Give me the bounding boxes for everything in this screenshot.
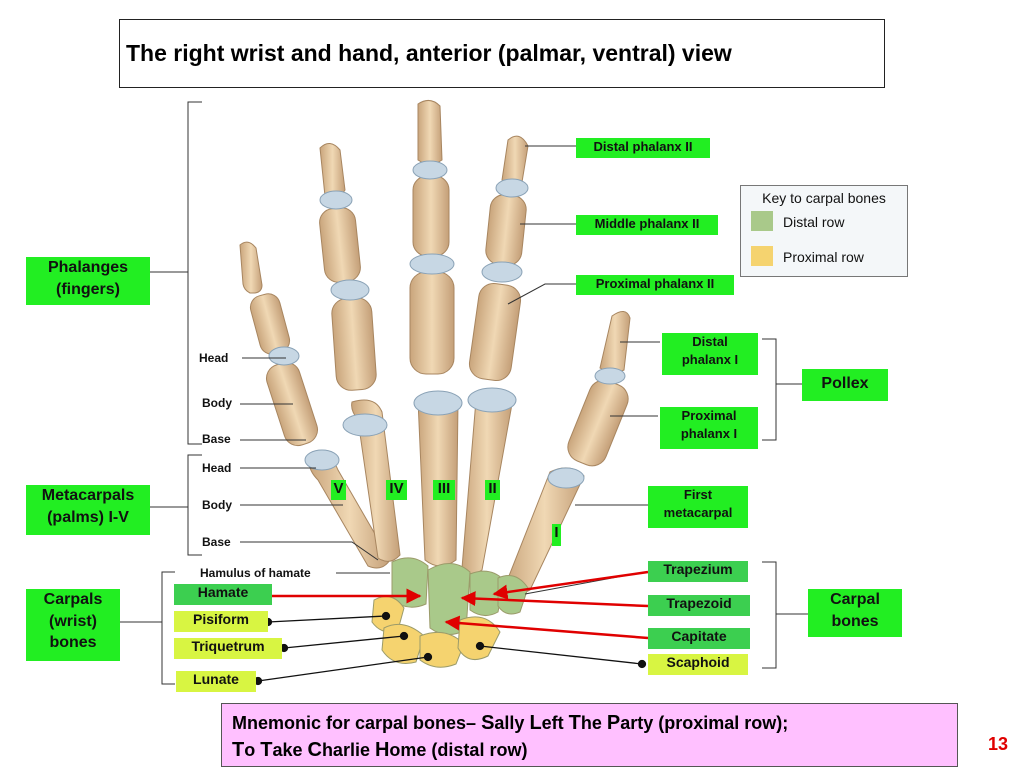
mnemonic-cap: T: [568, 712, 581, 734]
mnemonic-cap: P: [606, 712, 621, 734]
mnemonic-cap: T: [260, 739, 273, 761]
numeral-i: I: [552, 524, 561, 546]
label-metacarpals-line1: Metacarpals: [41, 487, 135, 504]
proximal-row-label: Proximal row: [783, 249, 864, 265]
mnemonic-rest: ome (distal row): [389, 740, 528, 760]
label-lunate: Lunate: [176, 671, 256, 692]
mnemonic-rest: eft: [541, 713, 569, 733]
label-distal-phalanx-i-line1: Distal: [692, 334, 728, 349]
mnemonic-cap: L: [529, 712, 542, 734]
slide-title-text: The right wrist and hand, anterior (palm…: [126, 40, 732, 66]
numeral-iii: III: [433, 480, 455, 500]
carpal-cluster: [371, 557, 529, 668]
label-carpals: Carpals (wrist) bones: [26, 589, 120, 661]
bracket-lines: [120, 101, 808, 685]
mnemonic-rest: ake: [272, 740, 308, 760]
proximal-row-swatch: [751, 246, 773, 266]
label-body-metacarpal: Body: [202, 498, 232, 512]
label-first-metacarpal: First metacarpal: [648, 486, 748, 528]
mnemonic-line2: To Take Charlie Home (distal row): [232, 737, 957, 764]
mnemonic-rest: arty (proximal row);: [620, 713, 789, 733]
label-triquetrum: Triquetrum: [174, 638, 282, 659]
mnemonic-rest: he: [580, 713, 607, 733]
label-carpal-bones-line1: Carpal: [830, 591, 880, 608]
finger-i: [504, 311, 631, 594]
label-first-metacarpal-line2: metacarpal: [663, 504, 733, 520]
slide-title: The right wrist and hand, anterior (palm…: [119, 19, 885, 88]
mnemonic-box: Mnemonic for carpal bones– Sally Left Th…: [221, 703, 958, 767]
mnemonic-rest: ally: [494, 713, 530, 733]
label-middle-phalanx-ii-text: Middle phalanx II: [594, 216, 700, 231]
label-distal-phalanx-ii-text: Distal phalanx II: [593, 139, 693, 154]
mnemonic-cap: T: [232, 739, 245, 761]
label-proximal-phalanx-i: Proximal phalanx I: [660, 407, 758, 449]
label-hamulus: Hamulus of hamate: [200, 566, 311, 580]
label-distal-phalanx-i-line2: phalanx I: [681, 351, 739, 367]
finger-ii: [461, 135, 529, 574]
label-head-metacarpal: Head: [202, 461, 232, 475]
label-carpal-bones: Carpal bones: [808, 589, 902, 637]
label-trapezoid: Trapezoid: [648, 595, 750, 616]
label-metacarpals-line2: (palms) I-V: [47, 508, 129, 526]
label-middle-phalanx-ii: Middle phalanx II: [576, 215, 718, 235]
label-hamate: Hamate: [174, 584, 272, 605]
distal-row-label: Distal row: [783, 214, 845, 230]
carpal-key: Key to carpal bones Distal row Proximal …: [740, 185, 908, 277]
label-proximal-phalanx-ii: Proximal phalanx II: [576, 275, 734, 295]
label-carpals-line3: bones: [49, 634, 97, 652]
label-phalanges-line2: (fingers): [56, 280, 120, 298]
label-capitate: Capitate: [648, 628, 750, 649]
label-trapezium: Trapezium: [648, 561, 748, 582]
label-proximal-phalanx-ii-text: Proximal phalanx II: [595, 276, 715, 291]
numeral-v: V: [331, 480, 346, 500]
label-distal-phalanx-i: Distal phalanx I: [662, 333, 758, 375]
page-number: 13: [988, 734, 1009, 754]
red-arrows: [272, 570, 649, 640]
label-distal-phalanx-ii: Distal phalanx II: [576, 138, 710, 158]
mnemonic-line1: Mnemonic for carpal bones– Sally Left Th…: [232, 710, 957, 737]
label-carpals-line1: Carpals: [43, 591, 103, 608]
carpal-key-title: Key to carpal bones: [762, 190, 886, 206]
mnemonic-cap: S: [481, 712, 495, 734]
mnemonic-rest: o: [244, 740, 261, 760]
mnemonic-cap: C: [307, 739, 322, 761]
label-head-phalanx: Head: [199, 351, 229, 365]
label-carpal-bones-line2: bones: [831, 612, 879, 630]
distal-row-swatch: [751, 211, 773, 231]
dot-connectors: [253, 611, 647, 686]
label-metacarpals: Metacarpals (palms) I-V: [26, 485, 150, 535]
label-pollex-text: Pollex: [821, 375, 869, 392]
label-body-phalanx: Body: [202, 396, 232, 410]
finger-iv: [319, 143, 401, 562]
label-pollex: Pollex: [802, 369, 888, 401]
mnemonic-cap: H: [374, 739, 390, 761]
joint-cartilage: [268, 160, 626, 489]
label-proximal-phalanx-i-line2: phalanx I: [680, 425, 738, 441]
label-first-metacarpal-line1: First: [683, 487, 713, 502]
numeral-ii: II: [485, 480, 500, 500]
label-carpals-line2: (wrist): [49, 612, 97, 630]
label-proximal-phalanx-i-line1: Proximal: [681, 408, 737, 423]
mnemonic-prefix: Mnemonic for carpal bones–: [232, 713, 482, 733]
label-scaphoid: Scaphoid: [648, 654, 748, 675]
numeral-iv: IV: [386, 480, 407, 500]
label-phalanges: Phalanges (fingers): [26, 257, 150, 305]
label-phalanges-line1: Phalanges: [47, 259, 129, 276]
mnemonic-rest: harlie: [321, 740, 375, 760]
label-base-metacarpal: Base: [202, 535, 231, 549]
label-base-phalanx: Base: [202, 432, 231, 446]
label-pisiform: Pisiform: [174, 611, 268, 632]
